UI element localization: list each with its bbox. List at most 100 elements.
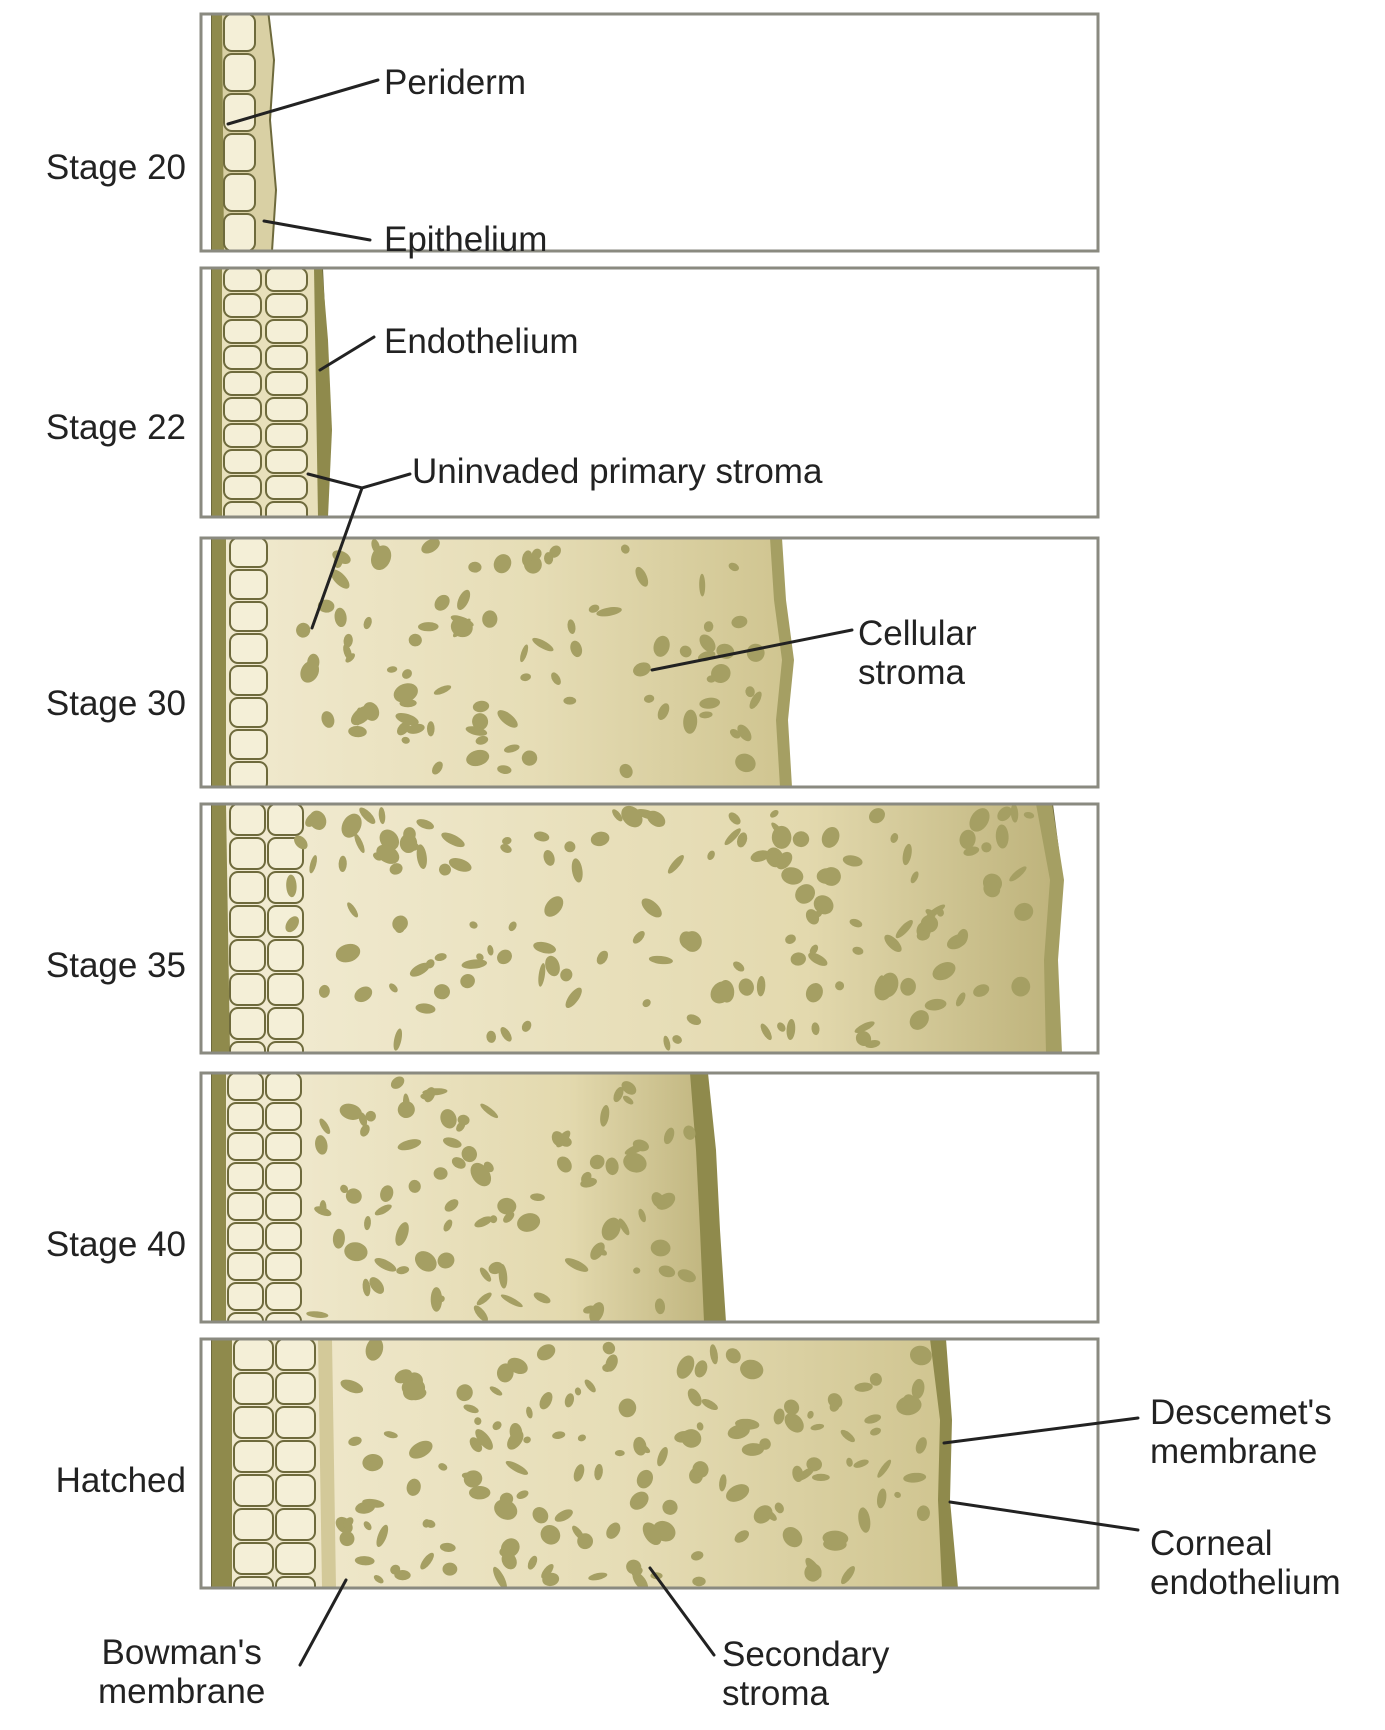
stromal-cell	[790, 952, 806, 966]
stromal-cell	[775, 851, 793, 870]
epithelial-cell	[229, 601, 268, 632]
epithelial-cell	[229, 973, 266, 1006]
secondary-stroma-leader	[648, 1566, 716, 1657]
stromal-cell	[679, 645, 692, 658]
stromal-cell	[756, 976, 766, 997]
stromal-cell	[925, 909, 936, 918]
epithelium-label: Epithelium	[384, 220, 548, 259]
epithelial-cell	[265, 397, 308, 422]
stromal-cell	[450, 617, 473, 638]
stromal-cell	[686, 1014, 702, 1026]
stromal-cell	[809, 944, 819, 955]
stromal-cell	[440, 1109, 457, 1129]
epithelial-cell	[229, 665, 268, 696]
stromal-cell	[590, 1242, 605, 1260]
stromal-cell	[1014, 902, 1034, 921]
bowmans-line-2: membrane	[98, 1672, 266, 1711]
stromal-cell	[852, 946, 864, 955]
stromal-cell	[821, 826, 840, 848]
corneal-endothelium-leader	[948, 1500, 1140, 1532]
epithelial-cell	[265, 293, 308, 318]
cellular-stroma-leader	[650, 628, 854, 672]
stromal-cell	[348, 725, 367, 738]
stromal-cell	[402, 669, 412, 679]
stromal-cell	[701, 1398, 718, 1411]
stromal-cell	[995, 824, 1009, 849]
stromal-cell	[551, 672, 561, 685]
stromal-cell	[694, 1360, 708, 1378]
stromal-cell	[339, 1103, 362, 1120]
stromal-cell	[460, 974, 475, 989]
stromal-cell	[909, 1010, 929, 1030]
stromal-cell	[443, 1137, 462, 1148]
stromal-cell	[624, 1143, 647, 1155]
epithelial-cell	[229, 939, 266, 972]
stromal-cell	[483, 1161, 494, 1173]
stromal-cell	[910, 871, 919, 884]
stromal-cell	[876, 1488, 887, 1509]
stromal-cell	[520, 644, 529, 663]
stromal-cell	[563, 696, 577, 705]
stromal-cell	[433, 1167, 448, 1180]
stromal-cell	[813, 895, 834, 915]
epithelial-cell	[229, 761, 268, 787]
epithelial-cell	[223, 14, 256, 52]
stromal-cell	[574, 1387, 582, 1396]
stromal-cell	[981, 842, 992, 853]
stromal-cell	[430, 1287, 443, 1312]
epithelial-cell	[265, 423, 308, 448]
epithelium-leader	[262, 219, 372, 242]
panel-stage-35	[199, 802, 1100, 1055]
stromal-cell	[521, 750, 538, 766]
stromal-cell	[476, 1292, 492, 1306]
stromal-cell	[556, 1130, 571, 1148]
stromal-cell	[338, 855, 347, 872]
stromal-cell	[395, 1222, 409, 1246]
epithelial-cell	[265, 1192, 302, 1221]
stromal-cell	[416, 844, 427, 869]
stromal-cell	[623, 1152, 647, 1173]
stromal-cell	[466, 749, 490, 767]
stromal-cell	[451, 1157, 466, 1169]
stromal-cell	[590, 831, 610, 847]
stromal-cell	[584, 1379, 596, 1393]
stromal-cell	[468, 561, 482, 573]
stromal-cell	[870, 1427, 881, 1436]
stromal-cell	[618, 1218, 630, 1236]
stromal-cell	[438, 1295, 445, 1303]
stromal-cell	[692, 1576, 706, 1587]
stromal-cell	[530, 1193, 545, 1202]
stromal-cell	[521, 1020, 532, 1032]
stromal-cell	[719, 1474, 727, 1492]
stromal-cell	[677, 1269, 696, 1283]
stromal-cell	[735, 753, 756, 773]
epithelial-cell	[227, 1252, 264, 1281]
stromal-cell	[920, 915, 939, 933]
stromal-cell	[738, 978, 754, 996]
secondary-stroma-line-2: stroma	[722, 1674, 829, 1713]
stromal-cell	[692, 1461, 709, 1478]
stromal-cell	[773, 1408, 785, 1425]
stromal-cell	[699, 573, 706, 597]
stromal-cell	[735, 1418, 760, 1430]
stromal-cell	[418, 622, 439, 632]
stromal-cell	[421, 538, 440, 554]
stromal-cell	[315, 1135, 328, 1155]
stromal-cell	[434, 984, 450, 1000]
stromal-cell	[696, 1422, 704, 1431]
stromal-cell	[341, 813, 362, 838]
stromal-cell	[564, 841, 576, 853]
stromal-cell	[437, 1252, 455, 1269]
stromal-cell	[402, 1379, 426, 1401]
stromal-cell	[835, 981, 845, 991]
stromal-cell	[854, 1382, 873, 1392]
stromal-cell	[784, 1412, 804, 1433]
stromal-cell	[849, 918, 863, 928]
epithelial-cell	[229, 697, 268, 728]
stromal-cell	[508, 921, 517, 932]
stromal-cell	[853, 1459, 869, 1468]
epithelial-cell	[223, 173, 256, 212]
stromal-cell	[386, 666, 398, 673]
epithelial-cell	[233, 1576, 274, 1588]
stromal-cell	[842, 855, 863, 867]
